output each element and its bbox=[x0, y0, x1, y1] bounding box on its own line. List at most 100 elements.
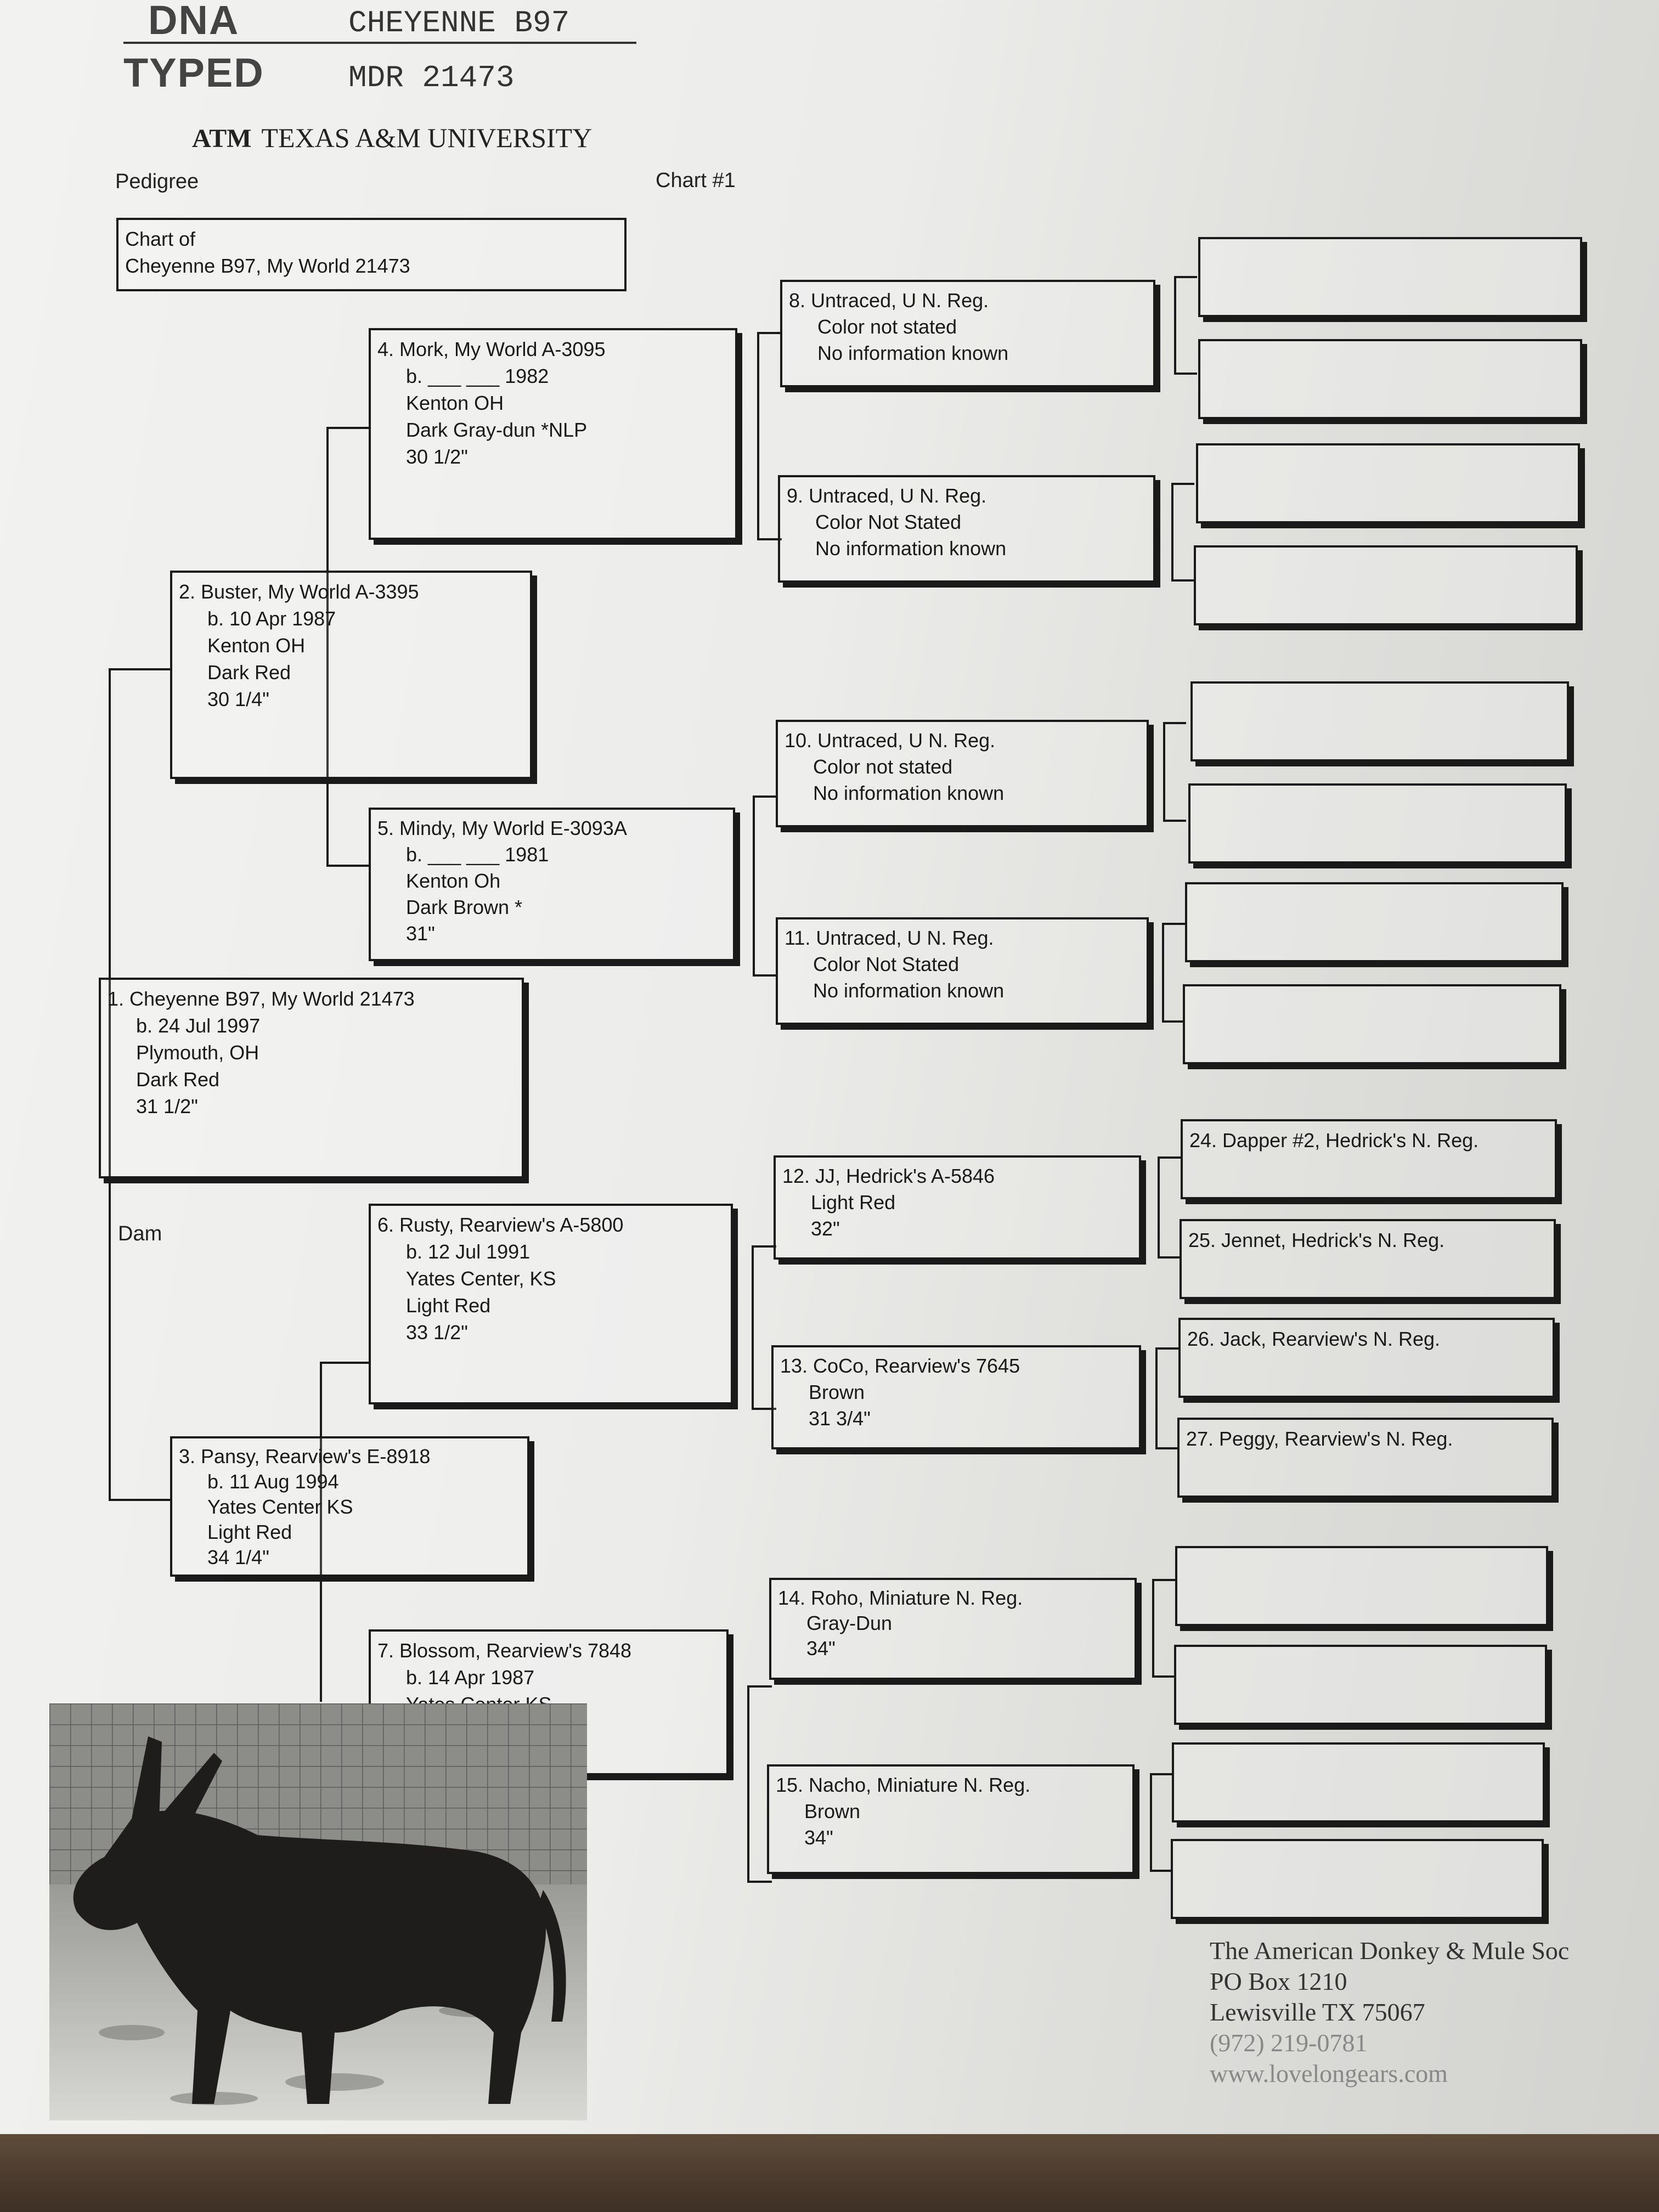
animal-height: 30 1/2" bbox=[406, 445, 468, 468]
pedigree-box-15: 15. Nacho, Miniature N. Reg. Brown 34" bbox=[767, 1764, 1135, 1874]
connector-line bbox=[1152, 1579, 1175, 1581]
pedigree-box-6: 6. Rusty, Rearview's A-5800 b. 12 Jul 19… bbox=[369, 1204, 733, 1404]
animal-birth: b. ___ ___ 1981 bbox=[406, 843, 549, 866]
connector-line bbox=[326, 427, 370, 429]
connector-line bbox=[747, 1881, 772, 1883]
animal-name: 11. Untraced, U N. Reg. bbox=[785, 927, 994, 949]
animal-name: 7. Blossom, Rearview's 7848 bbox=[377, 1639, 632, 1662]
pedigree-box-16 bbox=[1198, 237, 1582, 317]
animal-location: Plymouth, OH bbox=[136, 1041, 259, 1064]
animal-location: Kenton OH bbox=[207, 634, 306, 657]
animal-height: 34" bbox=[804, 1826, 833, 1849]
pedigree-box-28 bbox=[1175, 1546, 1548, 1626]
animal-name: 1. Cheyenne B97, My World 21473 bbox=[108, 988, 415, 1010]
animal-color: Dark Red bbox=[136, 1068, 220, 1091]
connector-line bbox=[747, 1685, 749, 1883]
pedigree-box-22 bbox=[1185, 882, 1564, 962]
pedigree-box-24: 24. Dapper #2, Hedrick's N. Reg. bbox=[1181, 1119, 1557, 1199]
connector-line bbox=[753, 795, 777, 798]
connector-line bbox=[757, 332, 782, 334]
animal-birth: b. 24 Jul 1997 bbox=[136, 1014, 261, 1037]
connector-line bbox=[1162, 923, 1185, 925]
connector-line bbox=[109, 668, 170, 670]
animal-location: Yates Center, KS bbox=[406, 1267, 556, 1290]
animal-name: 8. Untraced, U N. Reg. bbox=[789, 289, 989, 312]
connector-line bbox=[326, 865, 370, 867]
chart-of-line1: Chart of bbox=[125, 228, 196, 250]
animal-color: Dark Gray-dun *NLP bbox=[406, 419, 588, 441]
animal-info: No information known bbox=[813, 782, 1005, 804]
animal-name: 12. JJ, Hedrick's A-5846 bbox=[782, 1165, 995, 1187]
university-name: TEXAS A&M UNIVERSITY bbox=[261, 122, 592, 153]
society-address-block: The American Donkey & Mule Soc PO Box 12… bbox=[1210, 1936, 1569, 2089]
connector-line bbox=[1163, 722, 1165, 822]
pedigree-box-31 bbox=[1171, 1839, 1544, 1919]
animal-height: 34" bbox=[806, 1637, 836, 1660]
animal-name: 3. Pansy, Rearview's E-8918 bbox=[179, 1445, 431, 1468]
animal-name: 27. Peggy, Rearview's N. Reg. bbox=[1186, 1427, 1453, 1450]
connector-line bbox=[1150, 1870, 1173, 1872]
pedigree-box-26: 26. Jack, Rearview's N. Reg. bbox=[1178, 1318, 1555, 1398]
typed-stamp-line2: TYPED bbox=[123, 50, 264, 95]
connector-line bbox=[1162, 1020, 1185, 1023]
connector-line bbox=[1174, 276, 1176, 375]
connector-line bbox=[1158, 1156, 1181, 1159]
connector-line bbox=[320, 1362, 370, 1364]
header-registration: MDR 21473 bbox=[348, 60, 515, 95]
header-rule bbox=[123, 42, 636, 44]
connector-line bbox=[753, 795, 755, 977]
animal-height: 33 1/2" bbox=[406, 1321, 468, 1344]
connector-line bbox=[757, 538, 782, 540]
pedigree-box-21 bbox=[1188, 783, 1567, 864]
society-po-box: PO Box 1210 bbox=[1210, 1967, 1347, 1995]
pedigree-label: Pedigree bbox=[115, 170, 199, 193]
pedigree-box-5: 5. Mindy, My World E-3093A b. ___ ___ 19… bbox=[369, 808, 735, 961]
pedigree-box-23 bbox=[1183, 984, 1561, 1064]
animal-name: 26. Jack, Rearview's N. Reg. bbox=[1187, 1328, 1441, 1350]
animal-color: Color not stated bbox=[817, 315, 957, 338]
animal-birth: b. ___ ___ 1982 bbox=[406, 365, 549, 387]
animal-name: 14. Roho, Miniature N. Reg. bbox=[778, 1587, 1023, 1609]
donkey-photo bbox=[49, 1703, 587, 2120]
connector-line bbox=[1155, 1347, 1178, 1350]
animal-color: Light Red bbox=[811, 1191, 896, 1214]
animal-height: 30 1/4" bbox=[207, 688, 269, 710]
pedigree-box-17 bbox=[1198, 339, 1582, 419]
animal-name: 25. Jennet, Hedrick's N. Reg. bbox=[1188, 1229, 1445, 1251]
animal-color: Color Not Stated bbox=[815, 511, 962, 533]
connector-line bbox=[1158, 1156, 1160, 1259]
connector-line bbox=[1174, 373, 1197, 375]
pedigree-box-4: 4. Mork, My World A-3095 b. ___ ___ 1982… bbox=[369, 328, 737, 540]
society-phone: (972) 219-0781 bbox=[1210, 2029, 1368, 2057]
animal-height: 31 3/4" bbox=[809, 1407, 871, 1430]
connector-line bbox=[1171, 579, 1194, 582]
connector-line bbox=[752, 1245, 754, 1410]
animal-info: No information known bbox=[813, 979, 1005, 1002]
animal-color: Gray-Dun bbox=[806, 1612, 893, 1634]
pedigree-box-13: 13. CoCo, Rearview's 7645 Brown 31 3/4" bbox=[771, 1345, 1141, 1449]
connector-line bbox=[1150, 1773, 1173, 1775]
pedigree-box-30 bbox=[1172, 1742, 1545, 1822]
pedigree-box-9: 9. Untraced, U N. Reg. Color Not Stated … bbox=[778, 475, 1155, 583]
connector-line bbox=[752, 1245, 776, 1248]
animal-height: 31" bbox=[406, 922, 435, 945]
connector-line bbox=[1162, 923, 1164, 1023]
connector-line bbox=[1152, 1579, 1154, 1678]
animal-color: Light Red bbox=[406, 1294, 491, 1317]
donkey-photo-drawing bbox=[49, 1703, 587, 2120]
pedigree-box-25: 25. Jennet, Hedrick's N. Reg. bbox=[1180, 1219, 1556, 1299]
animal-name: 2. Buster, My World A-3395 bbox=[179, 580, 419, 603]
society-website: www.lovelongears.com bbox=[1210, 2059, 1448, 2087]
animal-birth: b. 12 Jul 1991 bbox=[406, 1240, 531, 1263]
dna-stamp-line1: DNA bbox=[148, 0, 240, 43]
animal-color: Color not stated bbox=[813, 755, 953, 778]
animal-height: 31 1/2" bbox=[136, 1095, 198, 1118]
tamu-logo-icon: ATM bbox=[192, 124, 252, 153]
animal-info: No information known bbox=[817, 342, 1009, 364]
pedigree-box-8: 8. Untraced, U N. Reg. Color not stated … bbox=[780, 280, 1155, 387]
connector-line bbox=[1163, 722, 1186, 724]
header-animal-name: CHEYENNE B97 bbox=[348, 5, 570, 41]
animal-name: 24. Dapper #2, Hedrick's N. Reg. bbox=[1189, 1129, 1479, 1152]
connector-line bbox=[1174, 276, 1197, 278]
animal-height: 32" bbox=[811, 1217, 840, 1240]
